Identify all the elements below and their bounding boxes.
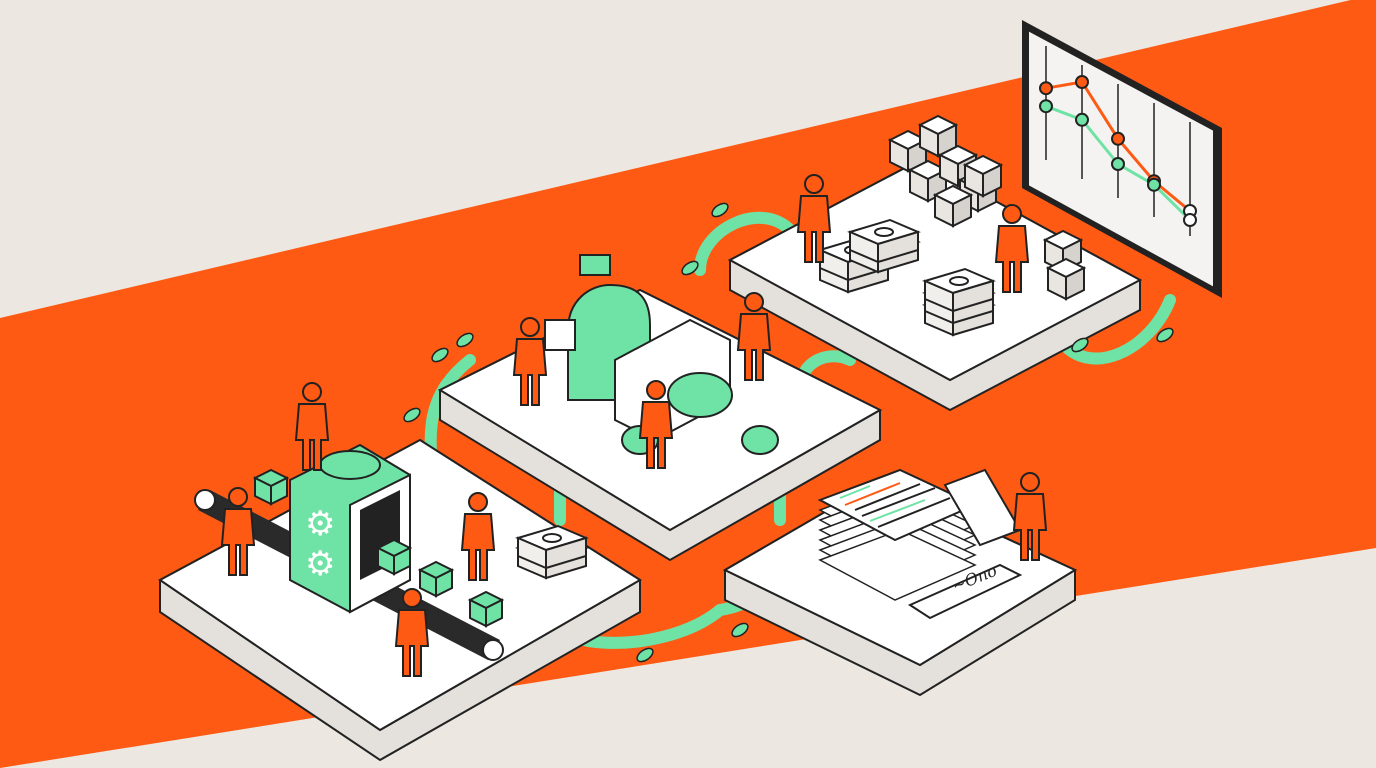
platform-warehouse xyxy=(727,158,1143,412)
chart-point xyxy=(1183,213,1197,227)
vine-leaves xyxy=(403,202,1174,663)
parcel-box xyxy=(375,538,413,576)
chart-point xyxy=(1111,157,1125,171)
chart-point xyxy=(1039,99,1053,114)
chart-point xyxy=(1075,75,1089,89)
document-text-line xyxy=(854,483,921,511)
chart-point xyxy=(1039,81,1053,96)
document-text-line xyxy=(869,499,926,522)
chart-point xyxy=(1147,177,1161,192)
document-text-line xyxy=(861,487,936,517)
leaf-icon xyxy=(681,260,699,276)
document-text-line xyxy=(844,482,901,506)
chart-point xyxy=(1111,131,1125,146)
cardboard-box xyxy=(1047,258,1085,300)
leaf-icon xyxy=(1071,337,1089,353)
paper-sheet xyxy=(818,529,977,601)
cardboard-box xyxy=(934,185,972,227)
document-stack xyxy=(817,468,978,601)
gear-icon: ⚙ xyxy=(305,504,335,544)
cardboard-box xyxy=(964,155,1002,197)
gear-machine: ⚙ ⚙ xyxy=(289,443,411,614)
leaf-icon xyxy=(403,407,421,423)
leaf-icon xyxy=(731,622,749,638)
leaf-icon xyxy=(1156,327,1174,343)
leaf-icon xyxy=(456,332,474,348)
green-parcels xyxy=(252,468,505,628)
chart-monitor xyxy=(1022,20,1222,298)
parcel-box xyxy=(252,468,290,506)
gear-icon: ⚙ xyxy=(305,544,335,584)
leaf-icon xyxy=(636,647,654,663)
leaf-icon xyxy=(711,202,729,218)
chart-point xyxy=(1075,112,1089,127)
parcel-box xyxy=(467,590,505,628)
document-text-line xyxy=(839,485,871,499)
document-text-line xyxy=(877,497,951,528)
leaf-icon xyxy=(431,347,449,363)
parcel-box xyxy=(417,560,455,598)
